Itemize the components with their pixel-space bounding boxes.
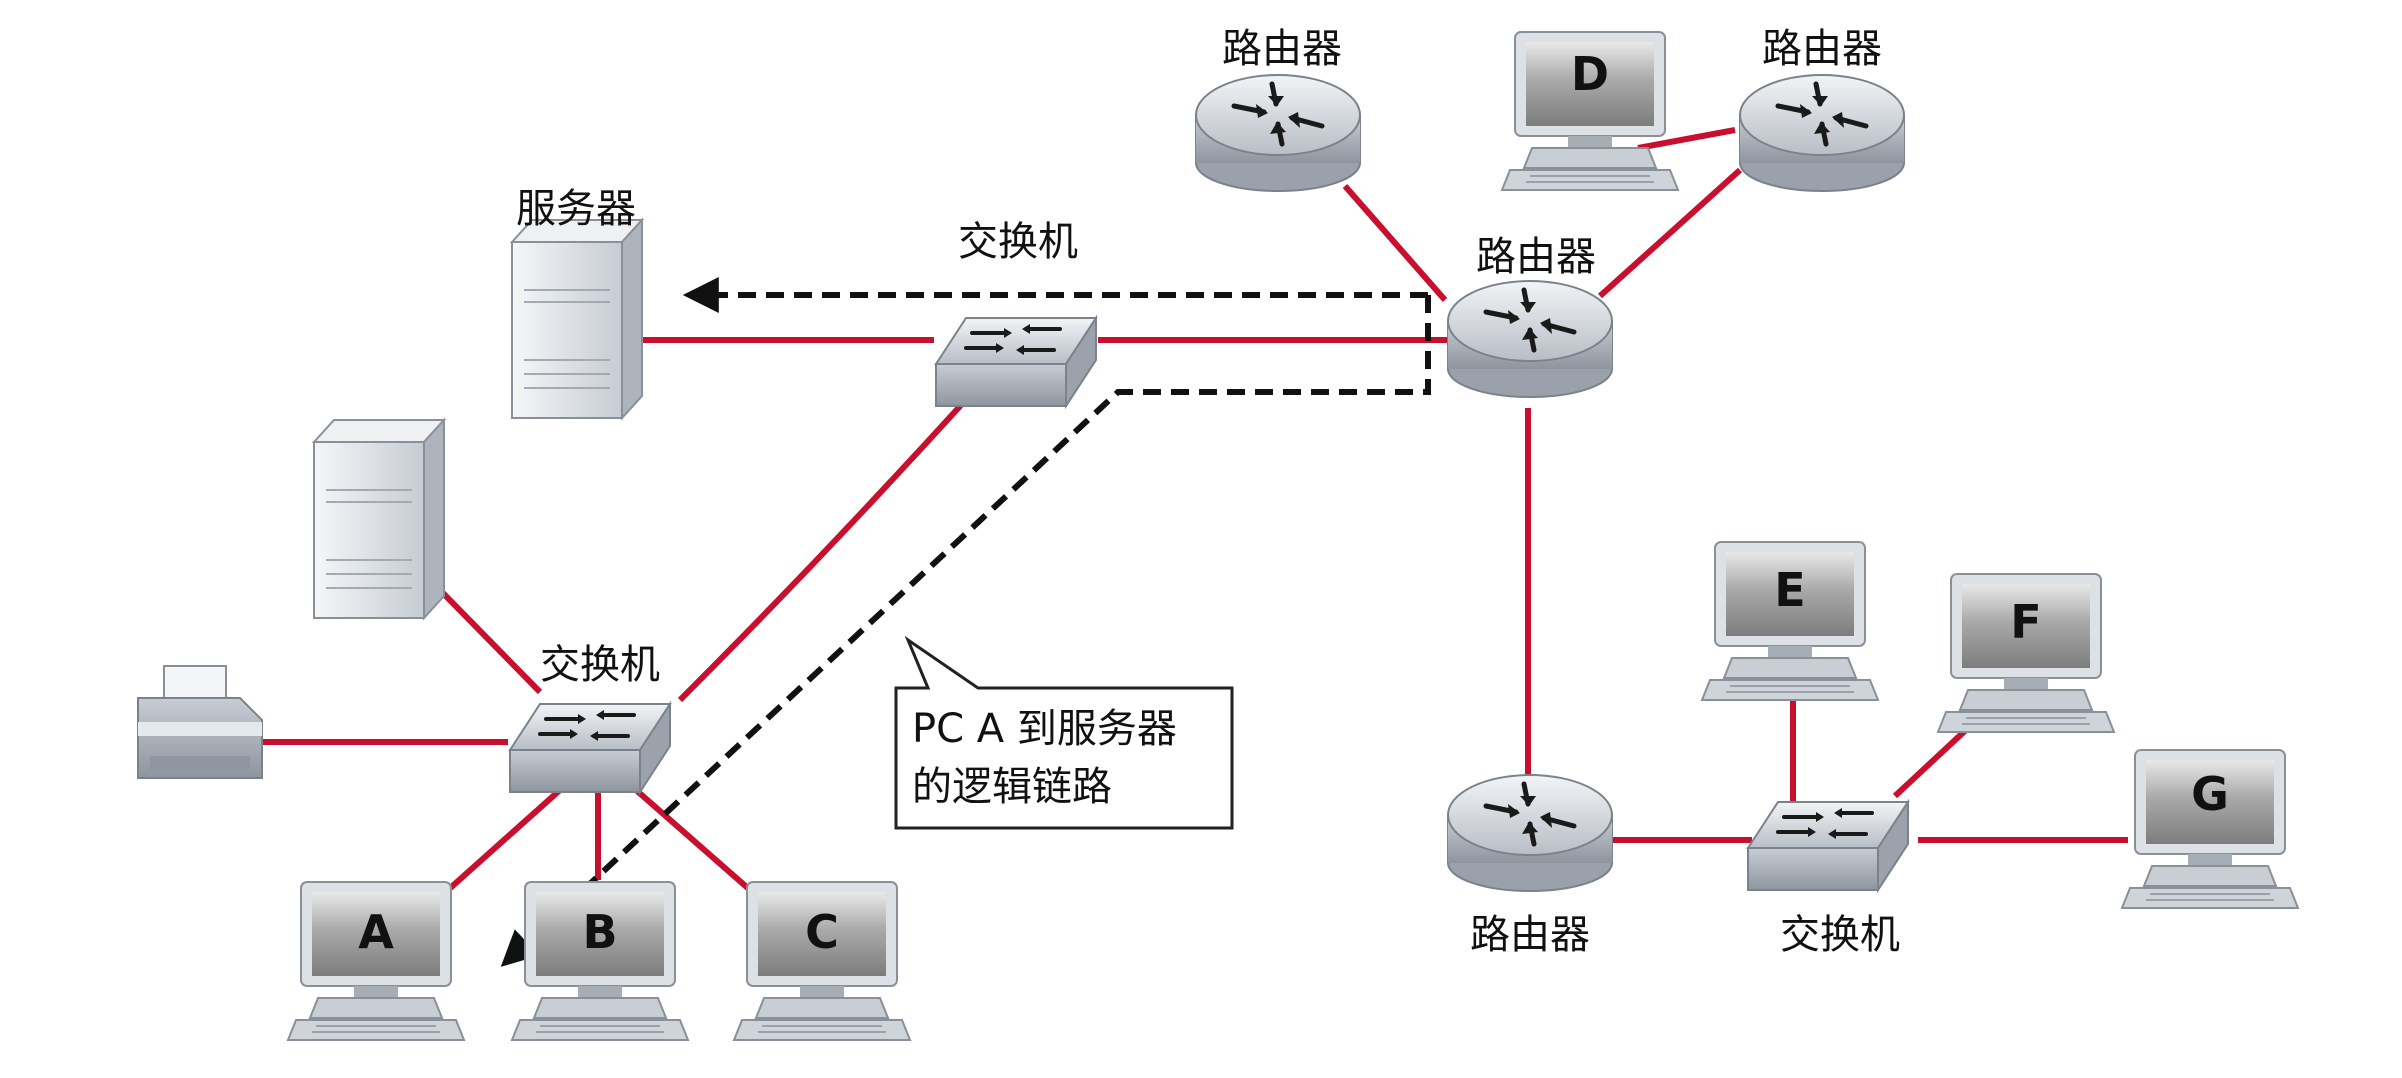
router-center (1448, 281, 1612, 397)
pc-b: B (511, 881, 689, 1041)
pc-f: F (1937, 573, 2115, 733)
link-server-left-switch-left (435, 585, 543, 695)
pc-d-label: D (1571, 47, 1609, 101)
links (262, 127, 2128, 893)
server-left (313, 419, 445, 619)
pc-e: E (1701, 541, 1879, 701)
router-top-left (1196, 75, 1360, 191)
label-switch-left: 交换机 (540, 642, 660, 688)
callout-line1: PC A 到服务器 (912, 706, 1177, 752)
label-server-top: 服务器 (516, 186, 636, 232)
link-switch-left-switch-top (677, 401, 965, 703)
pc-e-label: E (1774, 563, 1805, 617)
pc-c-label: C (805, 905, 839, 959)
label-switch-top: 交换机 (958, 219, 1078, 265)
callout-line2: 的逻辑链路 (912, 764, 1112, 810)
logical-path-arrow (500, 295, 1431, 967)
link-pc-d-router-top-right (1637, 127, 1736, 151)
pc-d: D (1501, 31, 1679, 191)
link-switch-left-pc-c (634, 787, 752, 893)
pc-f-label: F (2010, 595, 2041, 649)
pc-g-label: G (2191, 767, 2229, 821)
link-router-top-right-router-center (1597, 167, 1743, 299)
switch-left (508, 702, 672, 794)
server-top (511, 219, 643, 419)
label-switch-right: 交换机 (1780, 912, 1900, 958)
pc-b-label: B (582, 905, 617, 959)
label-router-center: 路由器 (1476, 234, 1596, 280)
pc-a-label: A (358, 905, 394, 959)
router-top-right (1740, 75, 1904, 191)
link-router-top-left-router-center (1342, 184, 1448, 302)
label-router-bottom: 路由器 (1470, 912, 1590, 958)
switch-top (934, 316, 1098, 408)
printer (137, 665, 263, 779)
callout: PC A 到服务器 的逻辑链路 (894, 635, 1234, 830)
pc-a: A (287, 881, 465, 1041)
router-bottom (1448, 775, 1612, 891)
link-switch-right-pc-f (1892, 725, 1971, 799)
label-router-top-left: 路由器 (1222, 26, 1342, 72)
switch-right (1746, 800, 1910, 892)
label-router-top-right: 路由器 (1762, 26, 1882, 72)
pc-g: G (2121, 749, 2299, 909)
link-switch-left-pc-a (446, 787, 562, 893)
pc-c: C (733, 881, 911, 1041)
